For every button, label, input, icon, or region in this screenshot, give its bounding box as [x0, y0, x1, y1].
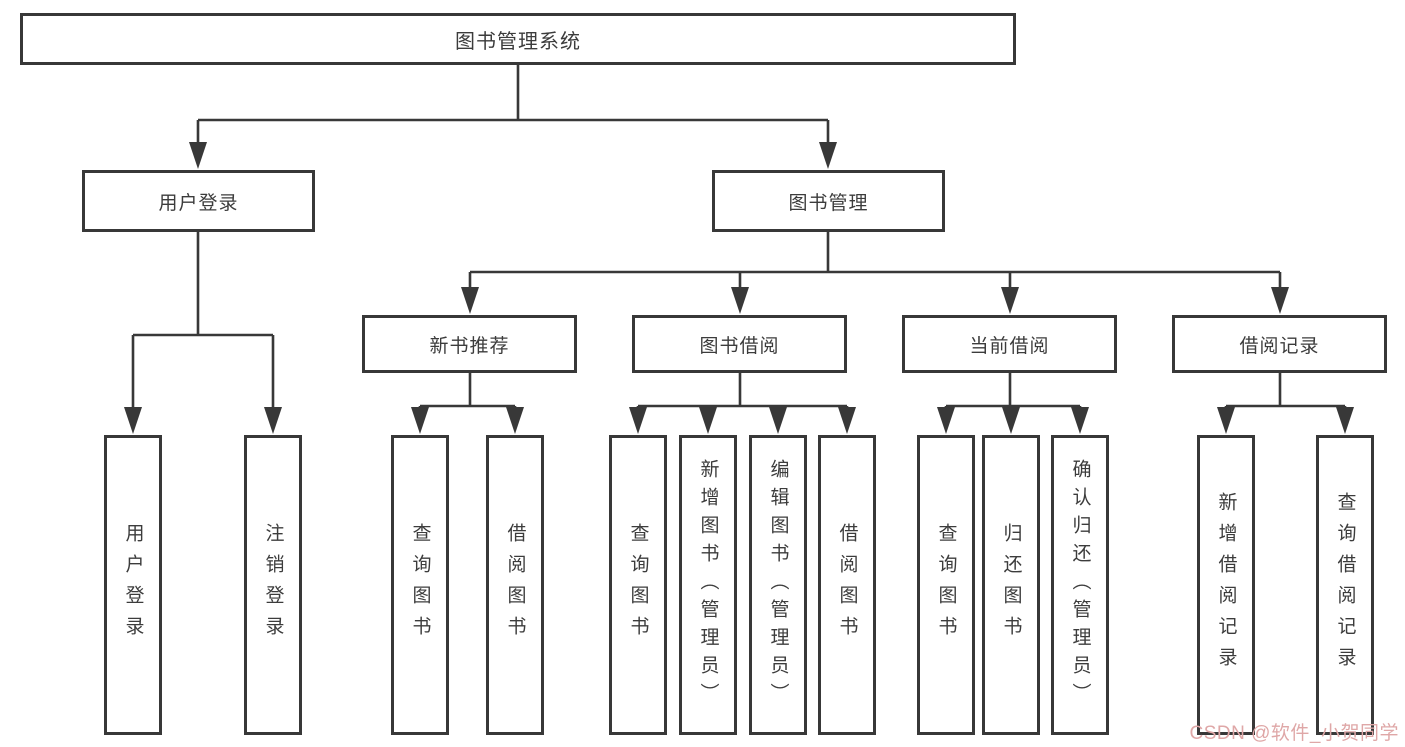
node-root: 图书管理系统: [20, 13, 1016, 65]
node-user-login: 用户登录: [82, 170, 315, 232]
leaf-label: 借阅图书: [504, 523, 526, 647]
leaf-label: 注销登录: [262, 523, 284, 647]
leaf-user-login: 用户登录: [104, 435, 162, 735]
leaf-add-borrow-record: 新增借阅记录: [1197, 435, 1255, 735]
node-borrowing-records: 借阅记录: [1172, 315, 1387, 373]
node-new-book-recommend: 新书推荐: [362, 315, 577, 373]
leaf-label: 新增图书（管理员）: [697, 459, 719, 711]
node-current-borrowing: 当前借阅: [902, 315, 1117, 373]
leaf-borrow-books-1: 借阅图书: [486, 435, 544, 735]
leaf-query-borrow-record: 查询借阅记录: [1316, 435, 1374, 735]
node-book-management: 图书管理: [712, 170, 945, 232]
leaf-label: 归还图书: [1000, 523, 1022, 647]
leaf-add-books-admin: 新增图书（管理员）: [679, 435, 737, 735]
leaf-label: 确认归还（管理员）: [1069, 459, 1091, 711]
leaf-label: 查询借阅记录: [1334, 492, 1356, 678]
csdn-watermark: CSDN @软件_小贺同学: [1189, 723, 1399, 744]
leaf-logout: 注销登录: [244, 435, 302, 735]
leaf-query-books-1: 查询图书: [391, 435, 449, 735]
node-book-borrowing: 图书借阅: [632, 315, 847, 373]
leaf-label: 查询图书: [409, 523, 431, 647]
leaf-label: 用户登录: [122, 523, 144, 647]
leaf-label: 查询图书: [627, 523, 649, 647]
leaf-edit-books-admin: 编辑图书（管理员）: [749, 435, 807, 735]
leaf-label: 新增借阅记录: [1215, 492, 1237, 678]
leaf-label: 查询图书: [935, 523, 957, 647]
leaf-confirm-return-admin: 确认归还（管理员）: [1051, 435, 1109, 735]
leaf-label: 借阅图书: [836, 523, 858, 647]
leaf-label: 编辑图书（管理员）: [767, 459, 789, 711]
leaf-query-books-3: 查询图书: [917, 435, 975, 735]
leaf-borrow-books-2: 借阅图书: [818, 435, 876, 735]
leaf-query-books-2: 查询图书: [609, 435, 667, 735]
leaf-return-books: 归还图书: [982, 435, 1040, 735]
